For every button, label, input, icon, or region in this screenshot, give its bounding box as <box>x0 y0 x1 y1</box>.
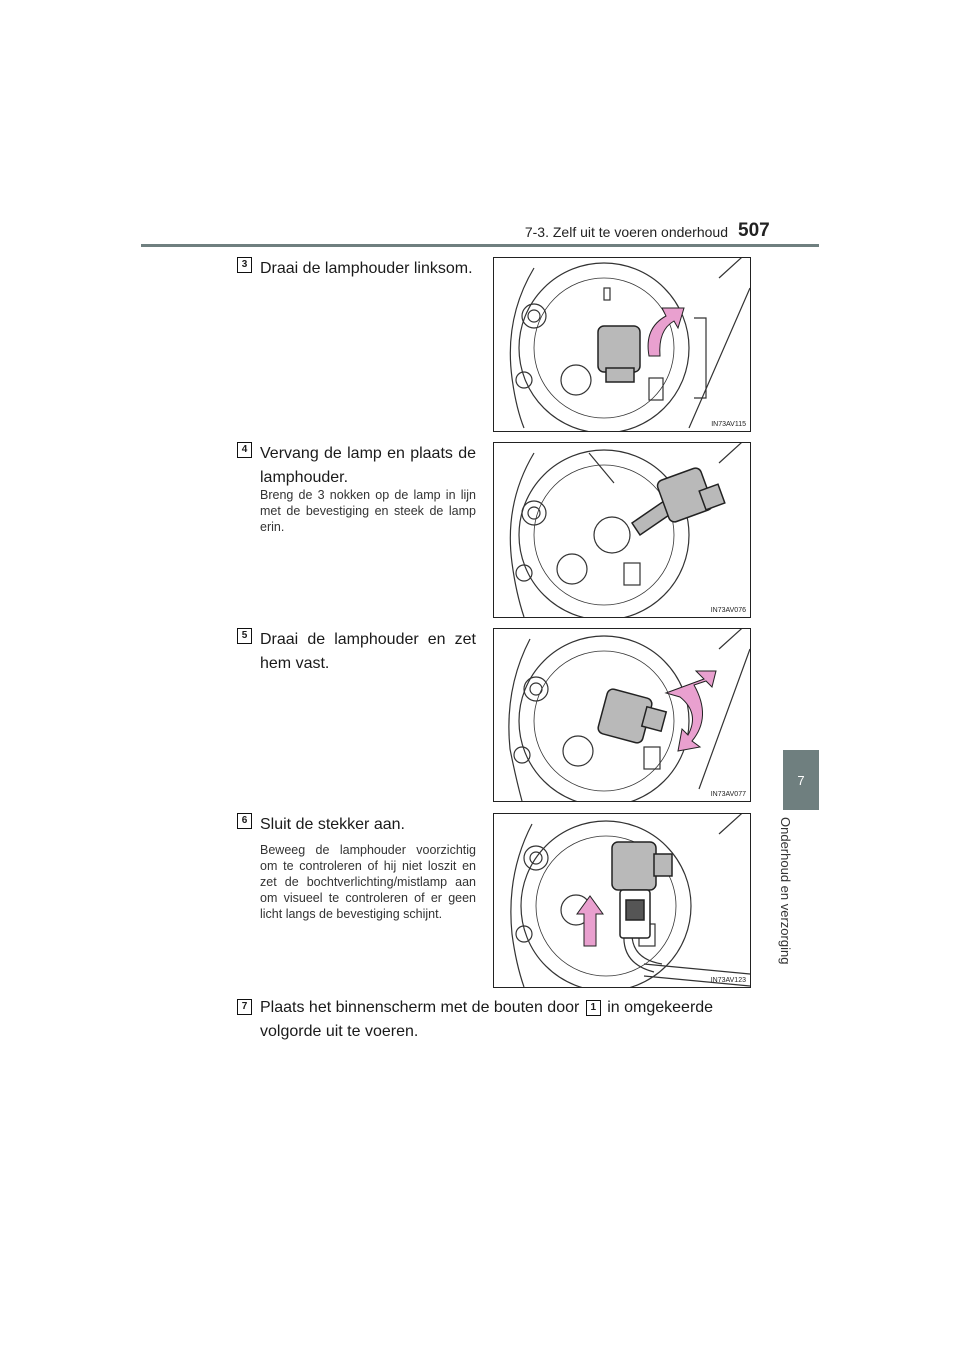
figure-code: IN73AV077 <box>710 791 746 798</box>
figure-code: IN73AV076 <box>710 607 746 614</box>
step-instruction: Plaats het binnenscherm met de bouten do… <box>260 999 714 1040</box>
rotate-ccw-arrow-icon <box>647 307 685 357</box>
section-title: 7-3. Zelf uit te voeren onderhoud <box>524 224 728 240</box>
page-number: 507 <box>738 220 770 241</box>
figure-code: IN73AV123 <box>710 977 746 984</box>
step-number-badge: 5 <box>237 628 252 644</box>
step-instruction: Sluit de stekker aan. <box>260 816 405 833</box>
step-number-badge: 7 <box>237 999 252 1015</box>
header-divider <box>141 244 819 247</box>
up-arrow-icon <box>576 895 604 947</box>
figure-code: IN73AV115 <box>711 421 746 428</box>
step-note: Breng de 3 nokken op de lamp in lijn met… <box>260 488 476 534</box>
step-instruction: Draai de lamphouder en zet hem vast. <box>260 631 476 672</box>
step-number-badge: 4 <box>237 442 252 458</box>
chapter-label: Onderhoud en verzorging <box>778 817 793 965</box>
illustration-connect-plug: IN73AV123 <box>493 813 751 988</box>
step-number-badge: 3 <box>237 257 252 273</box>
illustration-replace-bulb: IN73AV076 <box>493 442 751 618</box>
step-instruction: Vervang de lamp en plaats de lamphouder. <box>260 445 476 486</box>
rotate-cw-arrow-icon <box>664 670 717 752</box>
step-reference-badge: 1 <box>585 1000 601 1016</box>
step-note: Beweeg de lamphouder voorzichtig om te c… <box>260 843 476 921</box>
chapter-number: 7 <box>797 772 805 788</box>
step-number-badge: 6 <box>237 813 252 829</box>
chapter-tab[interactable]: 7 <box>783 750 819 810</box>
illustration-remove-holder: IN73AV115 <box>493 257 751 432</box>
illustration-secure-holder: IN73AV077 <box>493 628 751 802</box>
step-instruction: Draai de lamphouder linksom. <box>260 260 473 277</box>
